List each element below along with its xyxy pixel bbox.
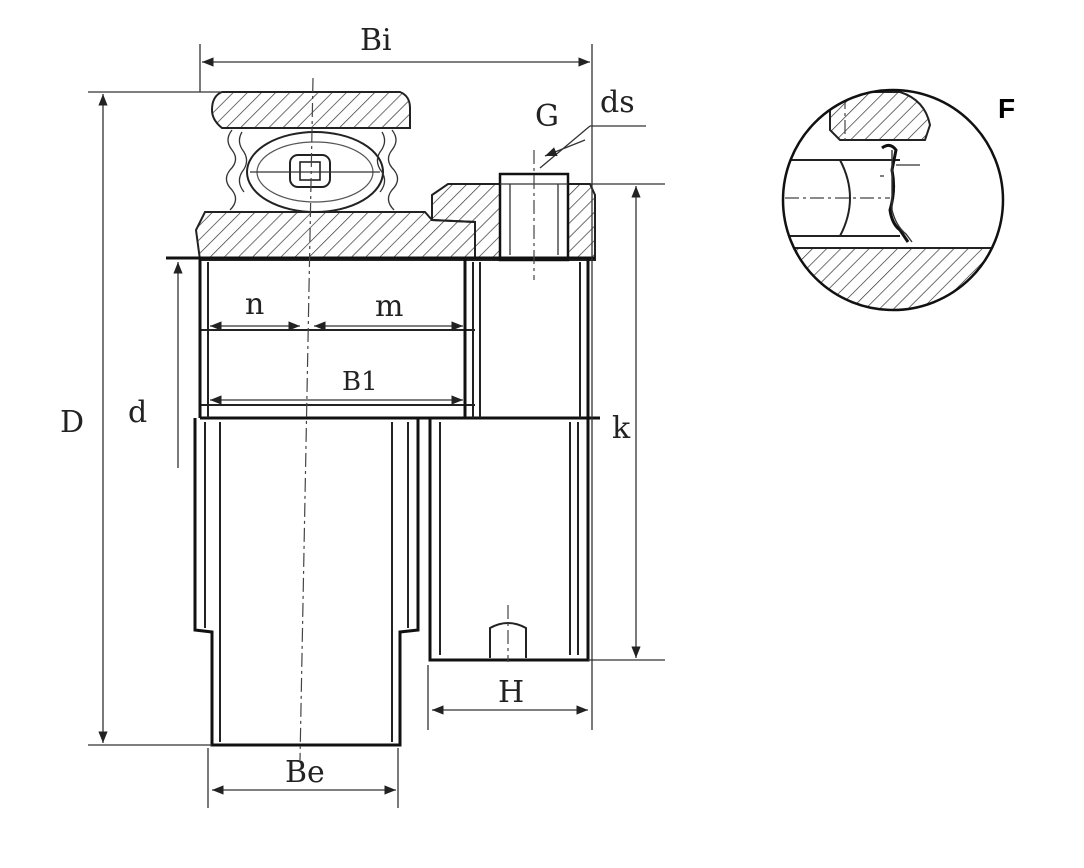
dim-label-k: k	[612, 411, 631, 446]
dim-label-bi: Bi	[360, 23, 392, 58]
dim-label-n: n	[245, 287, 264, 322]
shaft-section	[193, 418, 590, 747]
dim-label-g: G	[535, 99, 559, 134]
dim-label-m: m	[375, 289, 403, 324]
dim-label-h: H	[498, 675, 524, 710]
dim-label-d-outer: D	[60, 405, 84, 440]
detail-label-f: F	[998, 93, 1015, 124]
dim-label-b1: B1	[342, 367, 378, 397]
dim-label-d-inner: d	[128, 395, 147, 430]
ball-and-cage	[225, 129, 399, 213]
dim-label-ds: ds	[600, 85, 635, 120]
detail-f-inset	[781, 88, 1005, 312]
outer-ring	[210, 91, 411, 129]
inner-ring-body	[198, 258, 590, 418]
dim-label-be: Be	[285, 755, 325, 790]
